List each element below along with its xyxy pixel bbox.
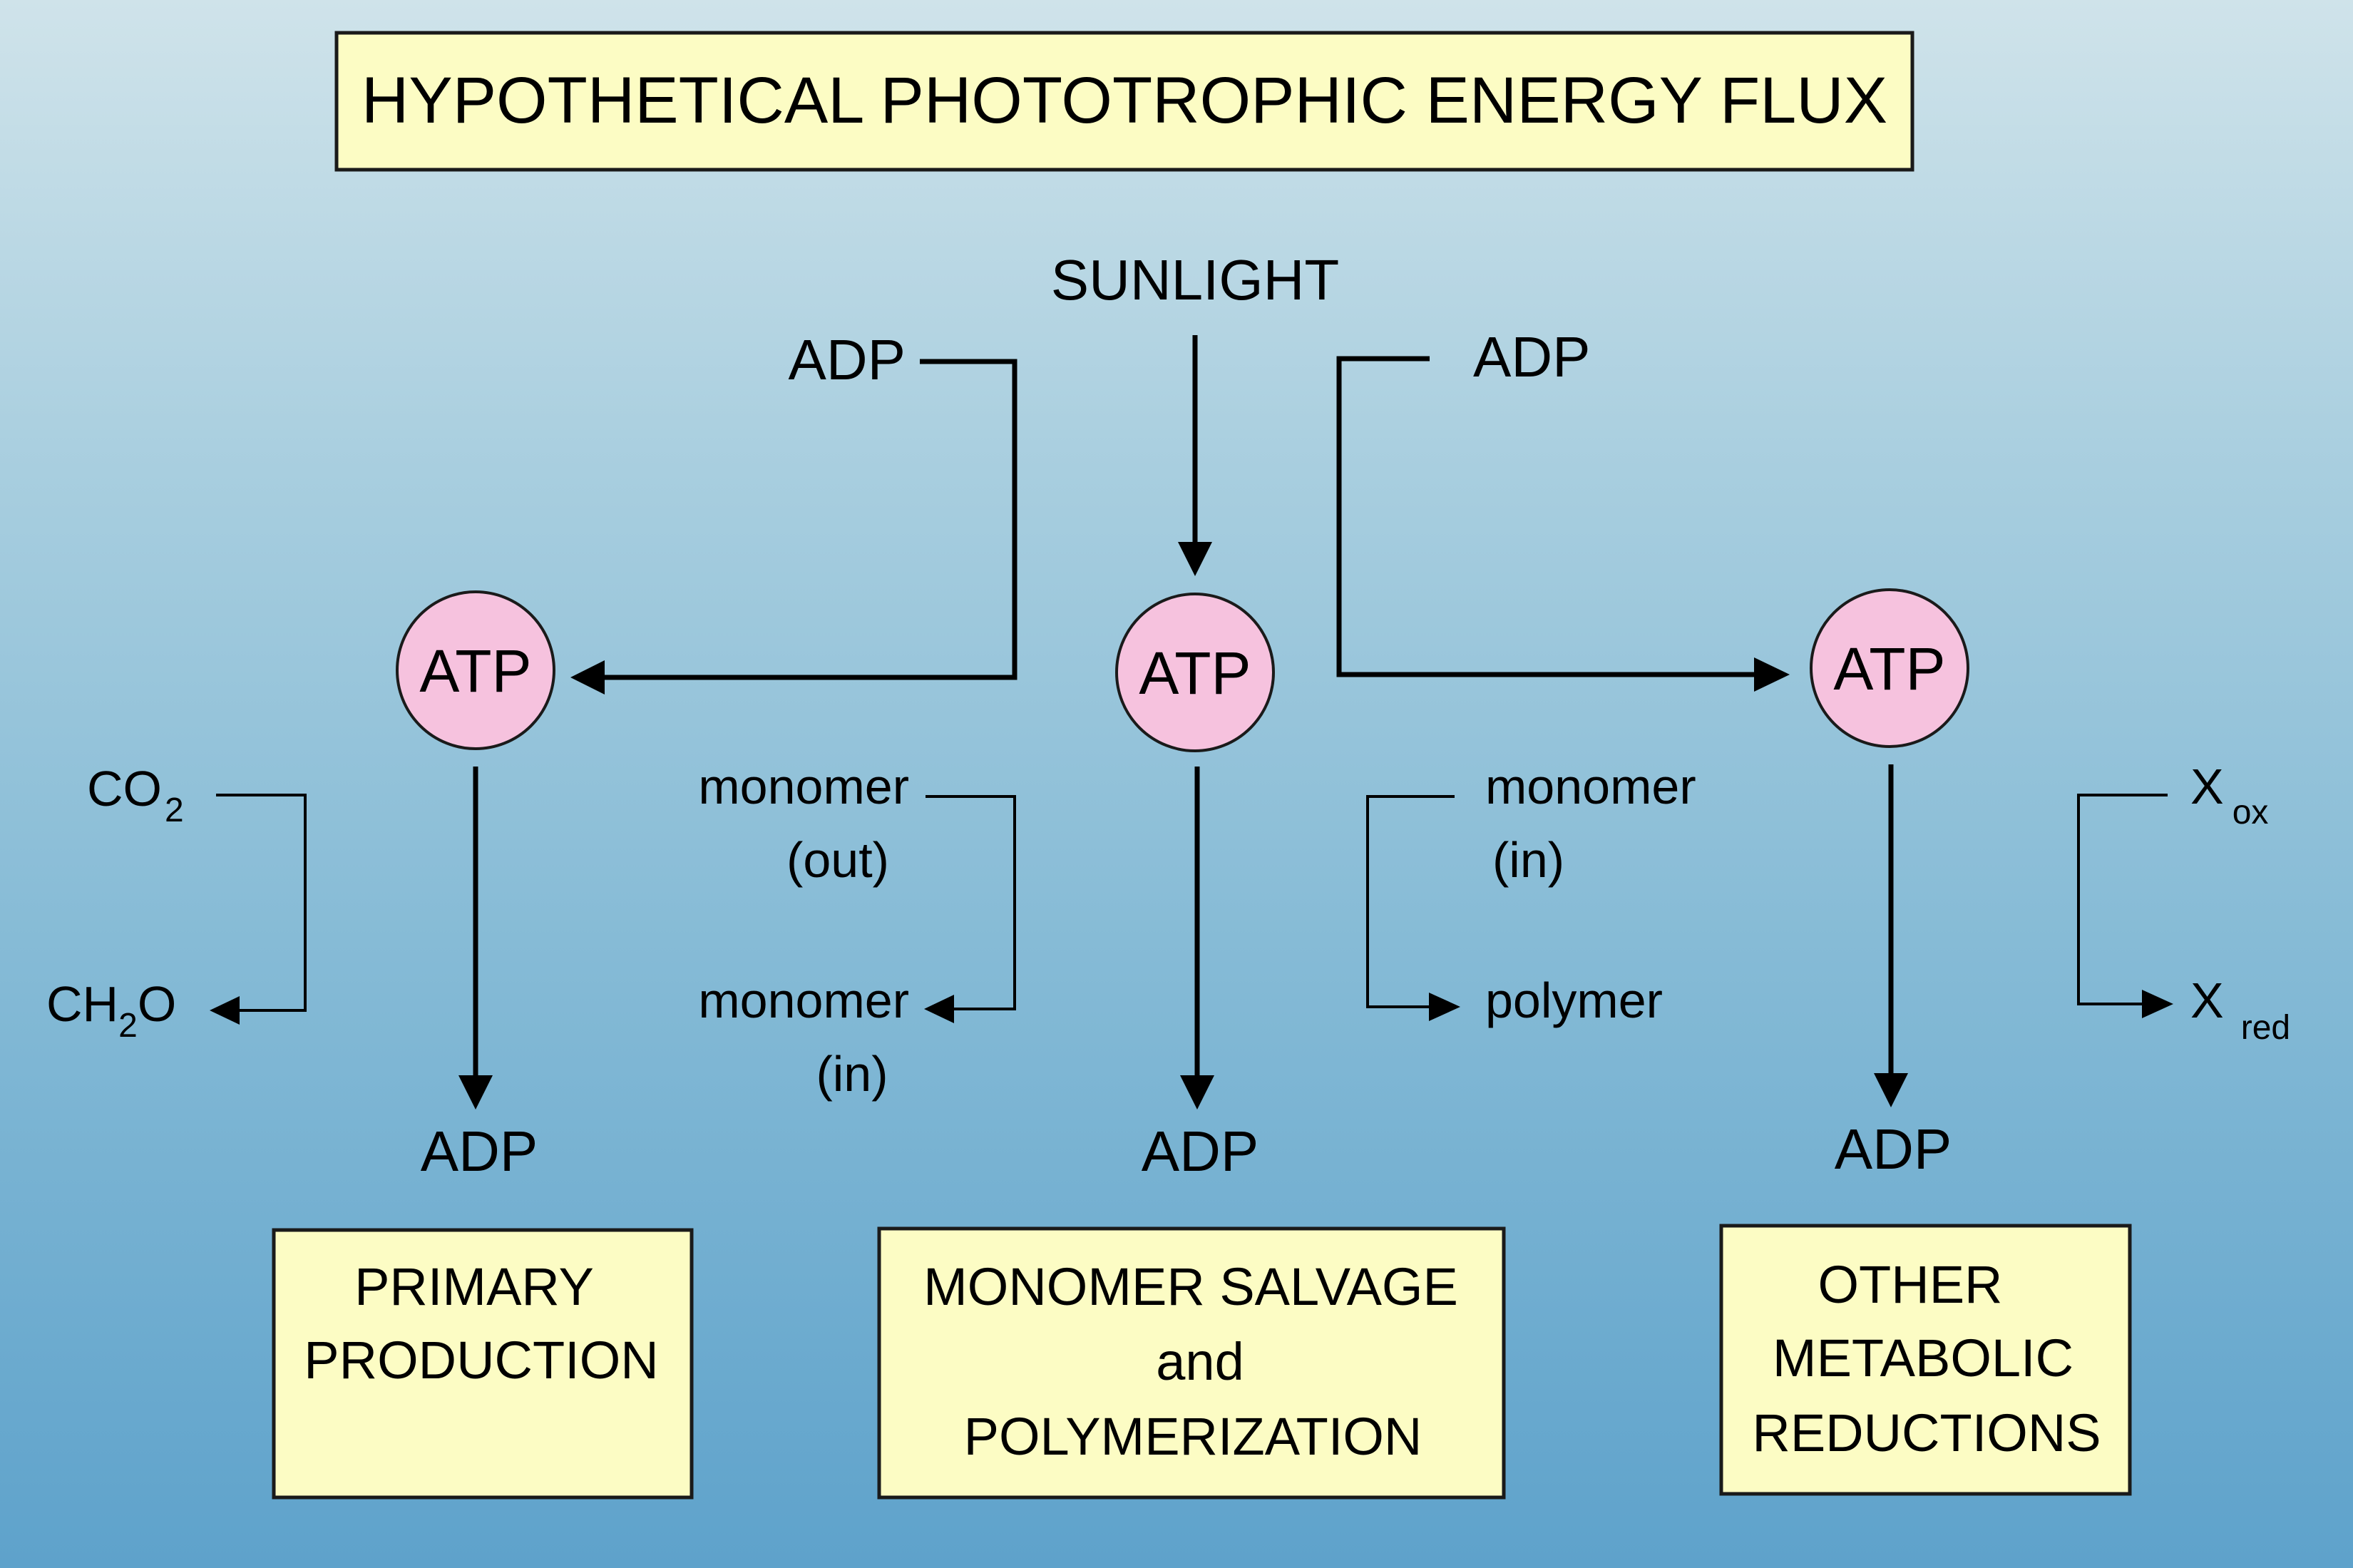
atp-node-right: ATP: [1810, 588, 1969, 748]
other-line3: REDUCTIONS: [1752, 1403, 2101, 1462]
salvage-line3: POLYMERIZATION: [964, 1407, 1422, 1466]
monomer-transport-arrow: [926, 795, 1016, 1010]
atp-node-center: ATP: [1115, 593, 1275, 752]
other-line1: OTHER: [1818, 1255, 2003, 1314]
polymerization-reaction: monomer (in) polymer: [1366, 759, 1696, 1028]
adp-output-center: ADP: [1142, 1119, 1259, 1183]
category-other-reductions: OTHER METABOLIC REDUCTIONS: [1719, 1224, 2132, 1496]
atp-node-left: ATP: [396, 590, 555, 750]
atp-label-center: ATP: [1139, 640, 1251, 707]
polymer-label: polymer: [1485, 973, 1663, 1028]
co2-label: CO2: [87, 761, 184, 829]
monomer-in-line1: monomer: [698, 973, 909, 1028]
adp-output-right: ADP: [1835, 1117, 1952, 1181]
title-box-frame: [334, 31, 1914, 172]
atp-label-left: ATP: [419, 637, 531, 704]
other-line2: METABOLIC: [1773, 1328, 2073, 1388]
diagram-title: HYPOTHETICAL PHOTOTROPHIC ENERGY FLUX: [362, 64, 1887, 137]
monomer-out-line1: monomer: [698, 759, 909, 814]
adp-input-left: ADP: [789, 328, 906, 391]
monomer-in-right-line1: monomer: [1485, 759, 1696, 814]
adp-to-atp-left-path: [570, 359, 1017, 695]
adp-input-right: ADP: [1473, 325, 1591, 389]
category-monomer-salvage: MONOMER SALVAGE and POLYMERIZATION: [877, 1226, 1506, 1500]
primary-box-frame: [272, 1228, 694, 1500]
other-box-frame: [1719, 1224, 2132, 1496]
sunlight-arrow: [1178, 335, 1212, 576]
sunlight-label: SUNLIGHT: [1051, 248, 1340, 312]
adp-output-left: ADP: [421, 1119, 538, 1183]
category-primary-production: PRIMARY PRODUCTION: [272, 1228, 694, 1500]
salvage-box-frame: [877, 1226, 1506, 1500]
carbon-reaction: CO2 CH2O: [46, 761, 307, 1045]
salvage-line2: and: [1156, 1332, 1244, 1391]
primary-line1: PRIMARY: [354, 1257, 594, 1316]
reduction-arrow: [2077, 794, 2168, 1005]
monomer-transport-reaction: monomer (out) monomer (in): [698, 759, 1016, 1102]
atp-label-right: ATP: [1833, 635, 1945, 702]
salvage-line1: MONOMER SALVAGE: [923, 1257, 1458, 1316]
monomer-in-line2: (in): [816, 1046, 888, 1102]
adp-to-atp-right-path: [1336, 356, 1790, 692]
atp-to-adp-arrow-left: [458, 767, 493, 1110]
atp-to-adp-arrow-right: [1874, 764, 1908, 1107]
monomer-in-right-line2: (in): [1492, 832, 1564, 888]
atp-to-adp-arrow-center: [1180, 767, 1214, 1110]
monomer-out-line2: (out): [786, 832, 889, 888]
title-box: HYPOTHETICAL PHOTOTROPHIC ENERGY FLUX: [334, 31, 1914, 172]
ch2o-label: CH2O: [46, 976, 176, 1045]
carbon-arrow: [216, 794, 307, 1012]
primary-line2: PRODUCTION: [304, 1331, 658, 1390]
polymerization-arrow: [1366, 795, 1455, 1008]
